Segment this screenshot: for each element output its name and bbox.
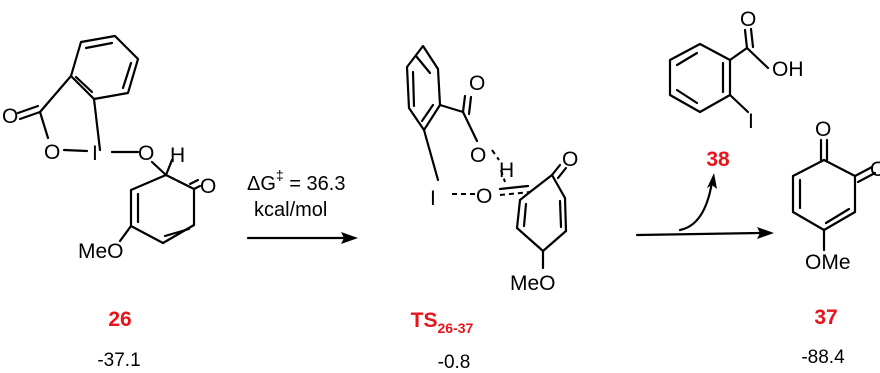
- atom-O: O: [2, 105, 18, 128]
- energy-ts: -0.8: [438, 352, 471, 373]
- atom-O: O: [476, 185, 492, 208]
- atom-O: O: [469, 72, 485, 95]
- energy-unit-label: kcal/mol: [254, 199, 327, 221]
- atom-O: O: [470, 144, 486, 167]
- energy-37: -88.4: [801, 347, 845, 368]
- atom-MeO: MeO: [78, 240, 124, 263]
- atom-OH: OH: [772, 58, 804, 81]
- compound-38-structure: [668, 27, 770, 114]
- atom-O: O: [562, 148, 578, 171]
- atom-O: O: [200, 175, 216, 198]
- compound-label-26: 26: [108, 308, 131, 331]
- compound-label-ts: TS26-37: [411, 309, 474, 336]
- atom-H: H: [499, 159, 514, 182]
- atom-I: I: [92, 142, 98, 165]
- transition-state-structure: [405, 44, 568, 270]
- atom-H: H: [170, 144, 185, 167]
- compound-37-structure: [791, 138, 877, 252]
- activation-energy-label: ΔG‡ = 36.3: [247, 167, 345, 195]
- atom-OMe: OMe: [805, 251, 851, 274]
- reaction-arrow-2: [635, 173, 774, 239]
- compound-26-structure: [16, 34, 202, 245]
- atom-MeO: MeO: [510, 272, 556, 295]
- atom-O: O: [870, 158, 880, 181]
- atom-O: O: [740, 8, 756, 31]
- energy-26: -37.1: [97, 350, 140, 371]
- atom-O: O: [44, 141, 60, 164]
- atom-O: O: [138, 142, 154, 165]
- compound-label-37: 37: [814, 306, 837, 329]
- compound-label-38: 38: [706, 148, 730, 171]
- atom-I: I: [430, 187, 436, 210]
- reaction-arrow-1: [246, 232, 358, 244]
- atom-O: O: [815, 118, 831, 141]
- atom-I: I: [748, 110, 754, 133]
